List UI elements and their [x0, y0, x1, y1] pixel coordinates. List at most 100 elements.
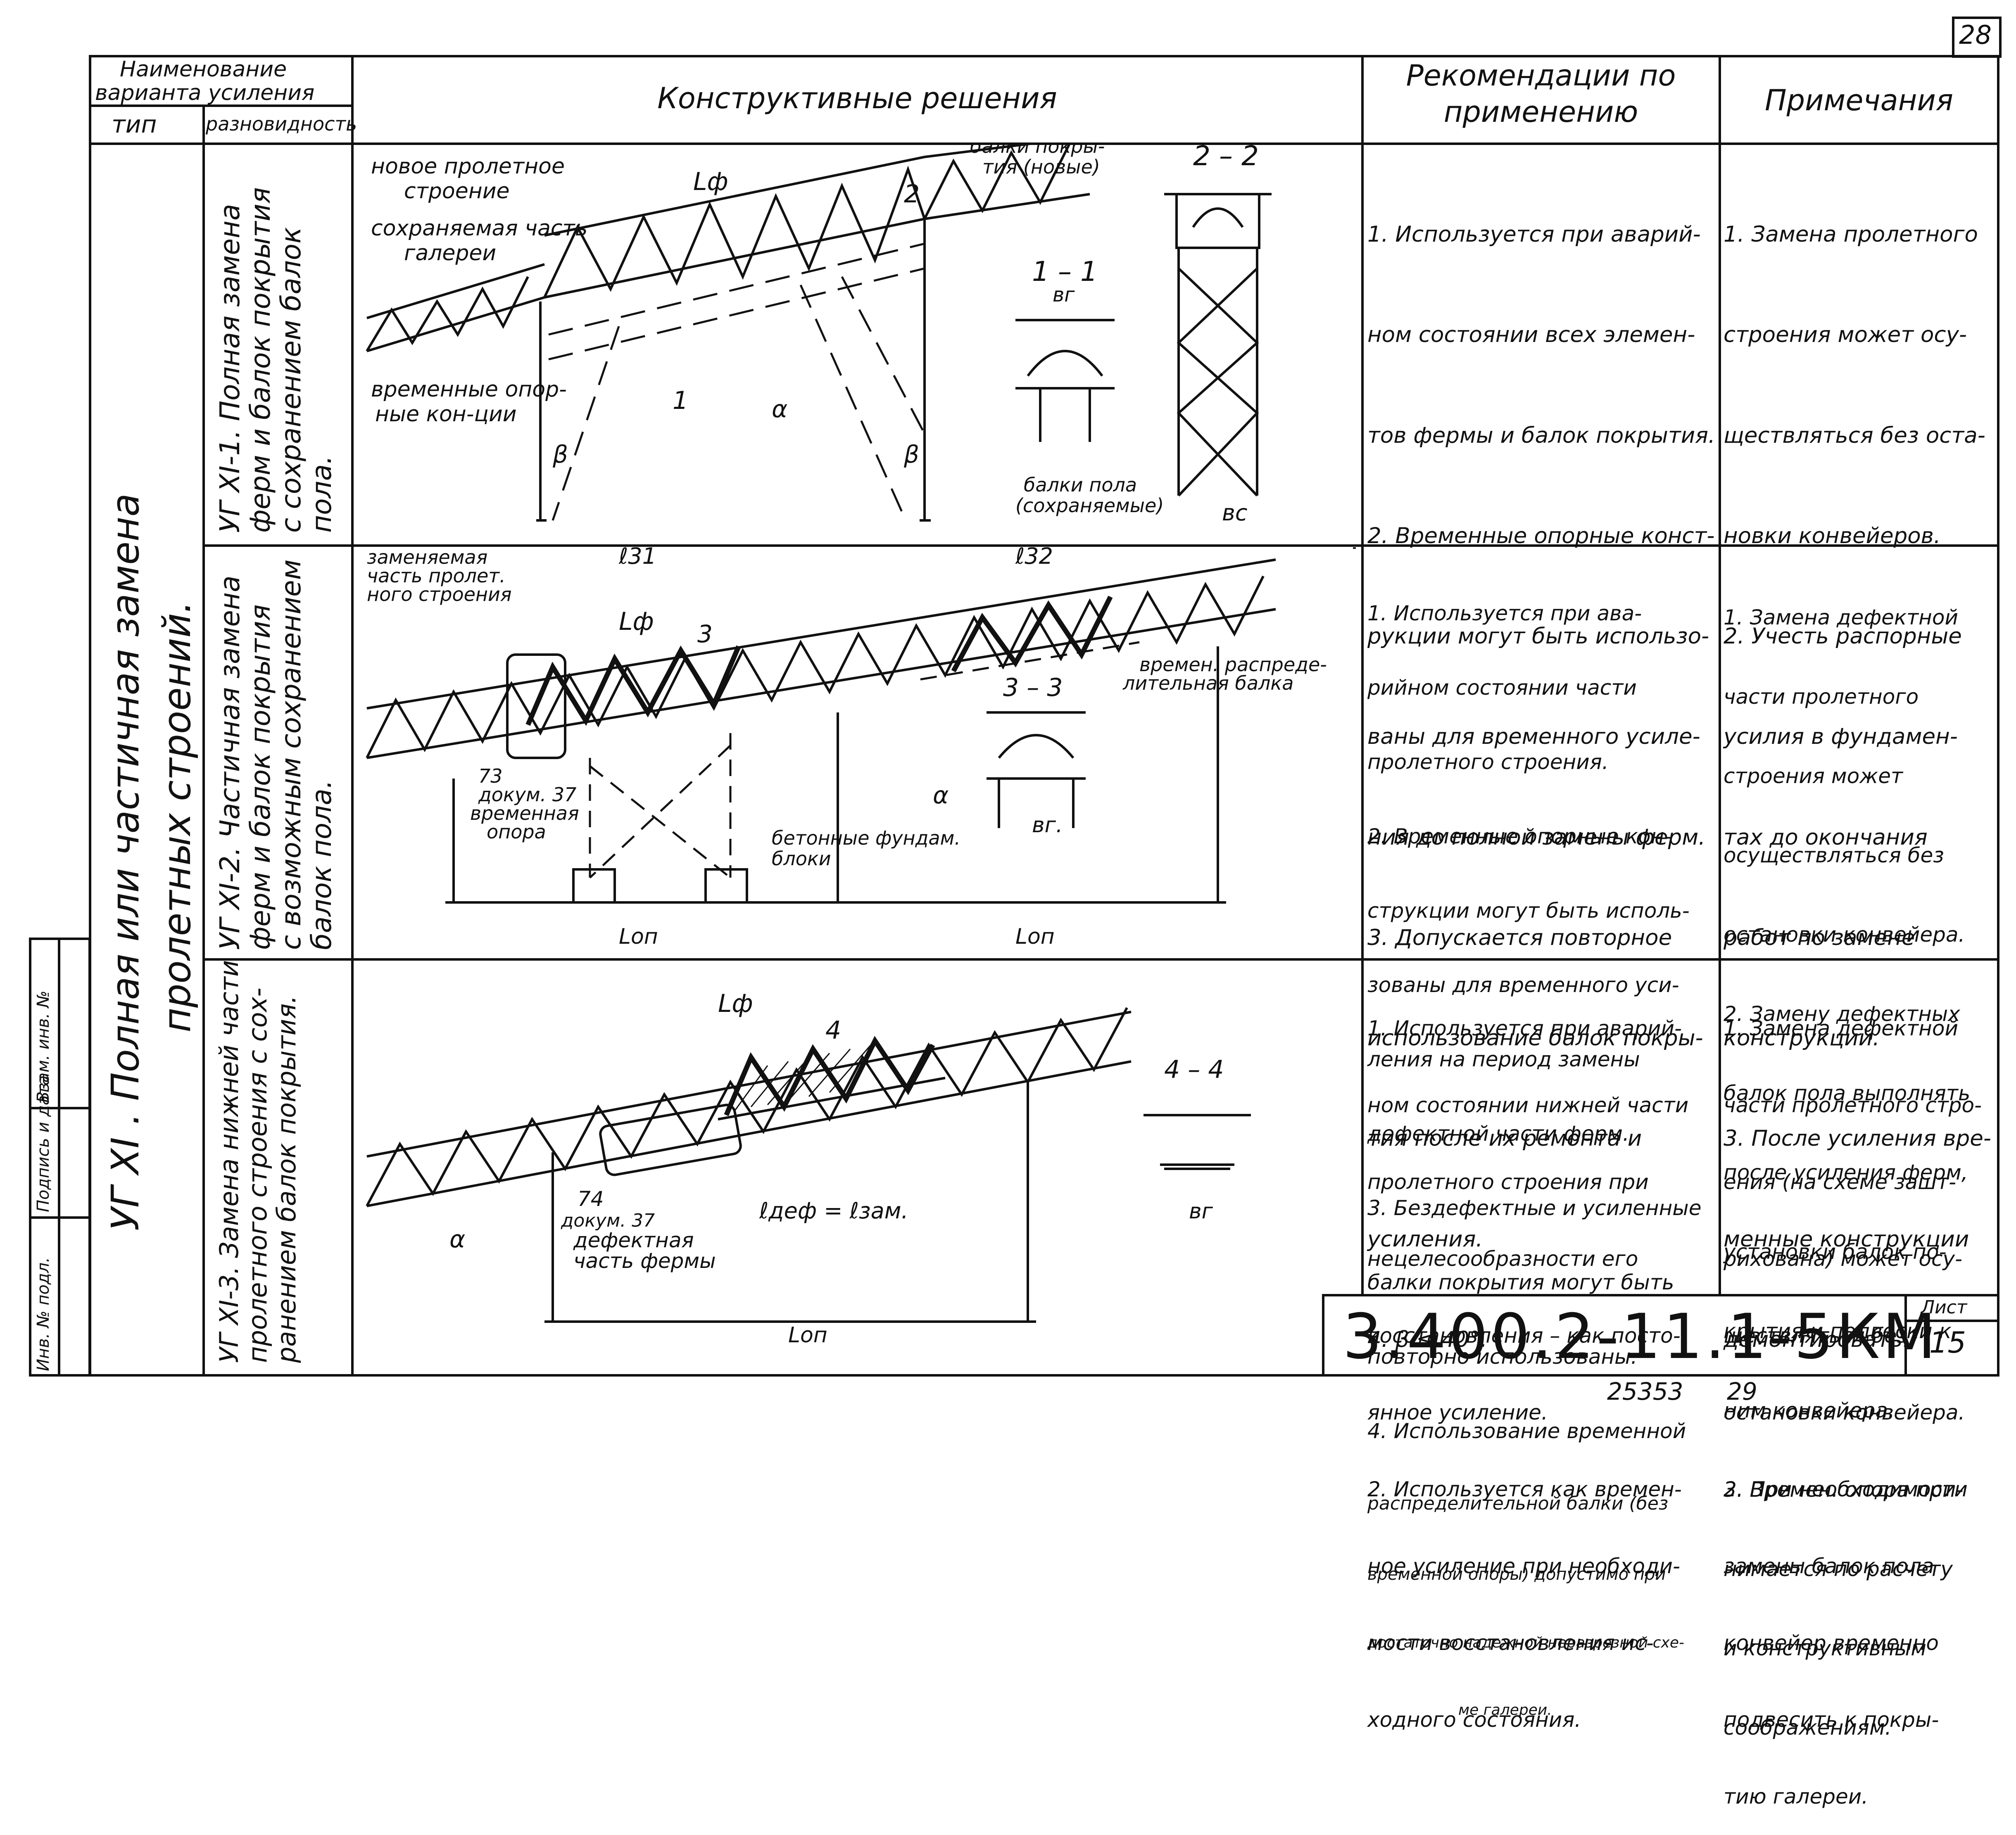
d1-kept-part-label-2: галереи — [404, 241, 496, 266]
note-3-line: части пролетного стро- — [1724, 1093, 1982, 1117]
variant-name-header: Наименование варианта усиления — [95, 57, 351, 106]
d3-l-def: ℓдеф = ℓзам. — [759, 1198, 908, 1224]
d3-doc74-2: докум. 37 — [561, 1210, 655, 1231]
rec-1-line: ния до полной замены ферм. — [1367, 824, 1706, 850]
rec-2-line: балки покрытия могут быть — [1367, 1270, 1674, 1294]
rec-3-line: 2. Используется как времен- — [1367, 1477, 1682, 1501]
rec-3-line: янное усиление. — [1367, 1401, 1548, 1424]
d2-section-33: 3 – 3 — [1003, 673, 1063, 702]
rec-1-line: ном состоянии всех элемен- — [1367, 322, 1695, 348]
rec-1-line: использование балок покры- — [1367, 1026, 1703, 1051]
rec-1-line: 3. Допускается повторное — [1367, 925, 1672, 950]
title-block-sheet-line — [1904, 1320, 1999, 1322]
variant-3-line3: ранением балок покрытия. — [271, 995, 302, 1363]
rec-1-line: 2. Временные опорные конст- — [1367, 523, 1715, 548]
drawing-row-2: заменяемая часть пролет. ного строения ℓ… — [366, 547, 1356, 949]
subtype-header: разновидность — [206, 113, 357, 135]
variant-2-line3: с возможным сохранением — [275, 559, 307, 950]
d3-alpha: α — [449, 1225, 465, 1253]
rec-2-line: 2. Временные опорные кон- — [1367, 824, 1672, 848]
notes-header: Примечания — [1764, 83, 1954, 117]
d2-temp-support: временная — [470, 802, 579, 824]
d1-roof-beams-label-2: тия (новые) — [982, 156, 1100, 178]
variant-name-line1: Наименование — [120, 57, 287, 82]
type-title-line1: УГ XI . Полная или частичная замена — [103, 493, 147, 1231]
d2-doc73: 73 — [478, 765, 503, 787]
d1-roof-beams-label: балки покры- — [970, 145, 1105, 157]
note-2-line: установки балок по- — [1724, 1240, 1947, 1264]
col-line-solutions — [351, 55, 354, 1377]
variant-1-line1: УГ XI-1. Полная замена — [214, 204, 246, 533]
type-title-line2: пролетных строений. — [155, 601, 199, 1033]
d3-L-phi: Lф — [718, 989, 753, 1018]
d2-L-op-2: Lоп — [1015, 924, 1055, 949]
rec-2-line: 4. Использование временной — [1367, 1419, 1686, 1443]
recommendations-line1: Рекомендации по — [1406, 59, 1676, 93]
header-mid-line — [89, 104, 353, 107]
note-3-line: ществляться без — [1724, 1324, 1908, 1348]
rec-3-line: нецелесообразности его — [1367, 1247, 1638, 1271]
d1-bc: вс — [1222, 500, 1248, 526]
d3-bg: вг — [1189, 1199, 1213, 1224]
note-1-line: ществляться без оста- — [1724, 423, 1985, 448]
note-2-line: крытия и подвески к — [1724, 1319, 1952, 1343]
note-2-line: 2. Замену дефектных — [1724, 1002, 1960, 1026]
d1-section-22: 2 – 2 — [1193, 145, 1259, 172]
d2-alpha: α — [933, 781, 949, 809]
note-3-line: остановки конвейера. — [1724, 1401, 1965, 1424]
side-stamp-sep-2 — [29, 1216, 91, 1219]
rec-2-line: 1. Используется при ава- — [1367, 601, 1642, 625]
note-1-line: 3. После усиления вре- — [1724, 1126, 1992, 1151]
notes-3: 1. Замена дефектной части пролетного стр… — [1724, 964, 1982, 1835]
d1-kept-part-label: сохраняемая часть — [371, 216, 587, 241]
sheet-number: 15 — [1929, 1326, 1966, 1360]
d1-new-span-label: новое пролетное — [371, 154, 565, 179]
d2-l31: ℓ31 — [618, 547, 656, 569]
note-3-line: 1. Замена дефектной — [1724, 1016, 1958, 1040]
rec-3-line: ном состоянии нижней части — [1367, 1093, 1689, 1117]
note-3-line: рихована) может осу- — [1724, 1247, 1963, 1271]
sheet-label: Лист — [1921, 1297, 1967, 1318]
note-1-line: строения может осу- — [1724, 322, 1967, 348]
note-3-line: конвейер временно — [1724, 1631, 1939, 1655]
rec-1-line: 4. β ≤ 40°. — [1367, 1327, 1488, 1352]
d2-L-op: Lоп — [619, 924, 658, 949]
note-2-line: части пролетного — [1724, 685, 1919, 709]
stamp-vzam: Взам. инв. № — [34, 990, 53, 1103]
rec-2-line: ления на период замены — [1367, 1047, 1640, 1071]
solutions-header: Конструктивные решения — [657, 81, 1057, 115]
d2-replaced-label-3: ного строения — [367, 583, 512, 605]
variant-2-line1: УГ XI-2. Частичная замена — [214, 575, 246, 950]
col-line-type — [202, 104, 205, 1377]
note-2-line: ним конвейера. — [1724, 1398, 1895, 1422]
recommendations-header: Рекомендации по применению — [1363, 58, 1719, 130]
rec-2-line: струкции могут быть исполь- — [1367, 899, 1690, 923]
d3-defect-label-2: часть фермы — [573, 1249, 716, 1273]
d1-cut1: 1 — [673, 386, 688, 415]
d3-doc74: 74 — [578, 1187, 604, 1211]
d1-section-11: 1 – 1 — [1032, 256, 1098, 287]
variant-name-line2: варианта усиления — [95, 81, 315, 106]
variant-1-text: УГ XI-1. Полная замена ферм и балок покр… — [214, 187, 338, 533]
variant-3-line1: УГ XI-3. Замена нижней части — [214, 960, 244, 1363]
d3-L-op: Lоп — [788, 1323, 827, 1348]
note-1-line: усилия в фундамен- — [1724, 724, 1958, 750]
variant-2-text: УГ XI-2. Частичная замена ферм и балок п… — [214, 559, 338, 950]
side-stamp-sep-1 — [29, 1107, 91, 1109]
side-stamp-divider — [58, 938, 60, 1377]
d2-replaced-label: заменяемая — [367, 547, 487, 568]
note-3-line: тию галереи. — [1724, 1785, 1869, 1809]
d2-temp-support-2: опора — [487, 821, 546, 843]
d2-temp-beam: времен. распреде- — [1139, 653, 1327, 676]
page-number-box — [1952, 17, 2002, 58]
note-1-line: 1. Замена пролетного — [1724, 222, 1978, 247]
note-2-line: 1. Замена дефектной — [1724, 605, 1958, 629]
d1-floor-beams-label-2: (сохраняемые) — [1015, 494, 1164, 517]
variant-2-line4: балок пола. — [305, 780, 338, 950]
variant-2-line2: ферм и балок покрытия — [244, 604, 276, 950]
d1-alpha: α — [772, 395, 787, 423]
footer-page: 29 — [1727, 1377, 1757, 1405]
d1-L-phi: Lф — [693, 167, 728, 196]
rec-3-line: 1. Используется при аварий- — [1367, 1016, 1682, 1040]
archive-number: 25353 — [1607, 1377, 1683, 1405]
